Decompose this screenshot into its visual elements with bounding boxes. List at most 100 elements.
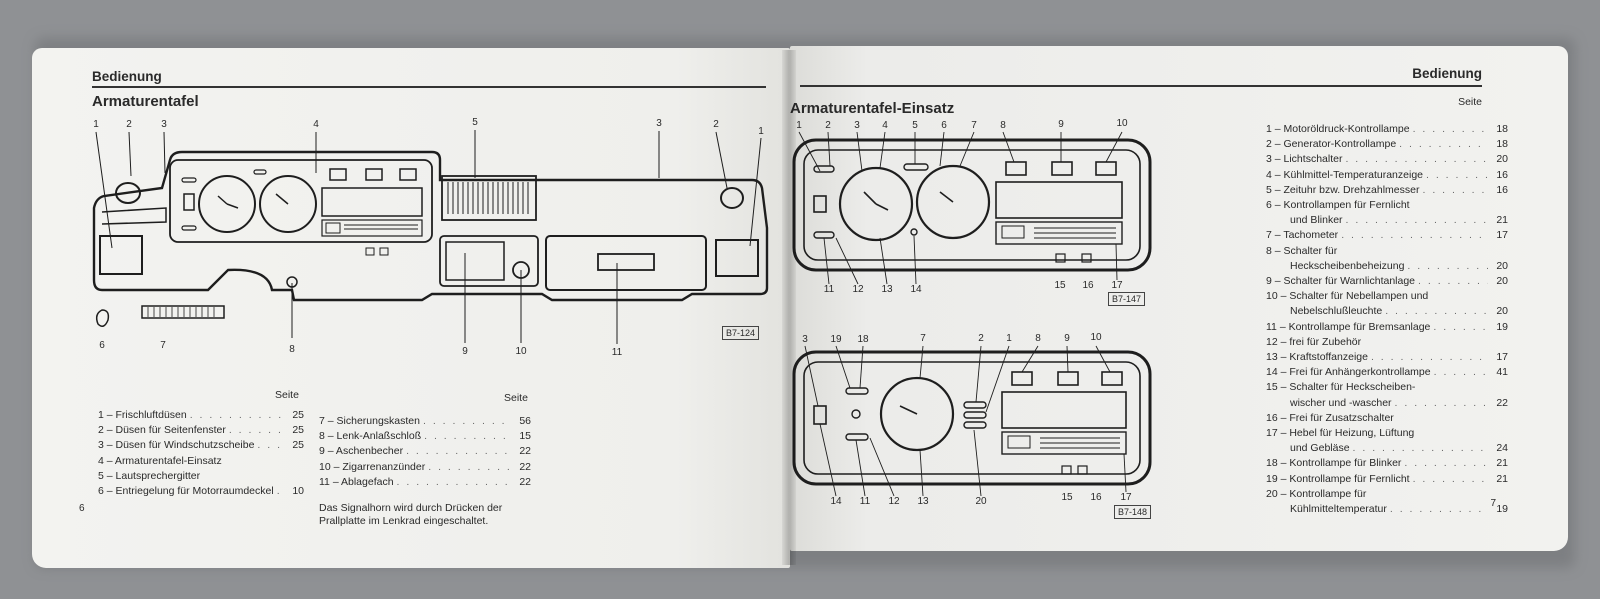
- book-gutter: [782, 50, 796, 565]
- legend-item-text: 8 – Schalter für: [1266, 244, 1338, 257]
- fig1-callout-1: 1: [796, 120, 802, 131]
- dot-leader: [1410, 122, 1488, 137]
- legend-row: 18 – Kontrollampe für Blinker21: [1266, 456, 1508, 471]
- legend-item-page: 17: [1496, 229, 1508, 242]
- fig1-callout-11: 11: [823, 284, 835, 295]
- legend-row: und Gebläse24: [1266, 441, 1508, 456]
- legend-item-page: 18: [1496, 138, 1508, 151]
- legend-row: 3 – Lichtschalter20: [1266, 152, 1508, 167]
- legend-item-page: 20: [1496, 275, 1508, 288]
- legend-item-text: 6 – Entriegelung für Motorraumdeckel: [98, 485, 274, 498]
- legend-row: 2 – Düsen für Seitenfenster25: [98, 423, 304, 438]
- dot-leader: [1396, 137, 1488, 152]
- legend-item-text: 5 – Lautsprechergitter: [98, 469, 201, 482]
- legend-row: 19 – Kontrollampe für Fernlicht21: [1266, 472, 1508, 487]
- fig1-code: B7-147: [1108, 292, 1146, 306]
- right-page-header: Bedienung: [1412, 66, 1482, 81]
- legend-row: 15 – Schalter für Heckscheiben-: [1266, 380, 1508, 395]
- legend-row: 20 – Kontrollampe für: [1266, 487, 1508, 502]
- fig1-callout-7: 7: [971, 120, 977, 131]
- dot-leader: [187, 408, 284, 423]
- legend-row: Heckscheibenbeheizung20: [1266, 259, 1508, 274]
- legend-item-text: Kühlmitteltemperatur: [1290, 503, 1387, 516]
- legend-item-text: 6 – Kontrollampen für Fernlicht: [1266, 199, 1410, 212]
- legend-item-text: und Gebläse: [1290, 442, 1350, 455]
- fig1-callout-12: 12: [852, 284, 864, 295]
- dot-leader: [1401, 456, 1488, 471]
- fig1-callout-15: 15: [1054, 280, 1066, 291]
- dot-leader: [421, 429, 511, 444]
- legend-item-page: 19: [1496, 503, 1508, 516]
- fig2-callout-19: 19: [830, 334, 842, 345]
- legend-item-text: 17 – Hebel für Heizung, Lüftung: [1266, 427, 1415, 440]
- fig2-callout-3: 3: [802, 334, 808, 345]
- dot-leader: [1342, 152, 1488, 167]
- legend-row: 5 – Lautsprechergitter: [98, 469, 304, 484]
- dot-leader: [1343, 213, 1488, 228]
- legend-item-text: 7 – Tachometer: [1266, 229, 1339, 242]
- legend-row: 17 – Hebel für Heizung, Lüftung: [1266, 426, 1508, 441]
- left-page-subtitle: Armaturentafel: [92, 93, 199, 110]
- callout-5: 5: [472, 117, 478, 128]
- fig1-callout-2: 2: [825, 120, 831, 131]
- legend-row: 4 – Kühlmittel-Temperaturanzeige16: [1266, 168, 1508, 183]
- fig1-callout-4: 4: [882, 120, 888, 131]
- legend-row: 1 – Motoröldruck-Kontrollampe18: [1266, 122, 1508, 137]
- fig1-callout-10: 10: [1116, 118, 1128, 129]
- fig1-callout-5: 5: [912, 120, 918, 131]
- fig1-callout-3: 3: [854, 120, 860, 131]
- dot-leader: [1382, 304, 1488, 319]
- legend-item-page: 15: [519, 430, 531, 443]
- legend-item-page: 21: [1496, 457, 1508, 470]
- legend-row: und Blinker21: [1266, 213, 1508, 228]
- legend-row: 11 – Kontrollampe für Bremsanlage19: [1266, 320, 1508, 335]
- legend-item-text: 3 – Düsen für Windschutzscheibe: [98, 439, 255, 452]
- dot-leader: [420, 414, 511, 429]
- legend-item-text: 2 – Generator-Kontrollampe: [1266, 138, 1397, 151]
- seite-label-left-1: Seite: [275, 389, 299, 401]
- legend-item-page: 21: [1496, 472, 1508, 485]
- fig1-callout-16: 16: [1082, 280, 1094, 291]
- right-page-number: 7: [1490, 498, 1496, 509]
- legend-row: 16 – Frei für Zusatzschalter: [1266, 411, 1508, 426]
- callout-2: 2: [126, 119, 132, 130]
- dot-leader: [1431, 365, 1488, 380]
- legend-row: 10 – Zigarrenanzünder22: [319, 460, 531, 475]
- dot-leader: [1415, 274, 1488, 289]
- legend-item-text: 3 – Lichtschalter: [1266, 153, 1343, 166]
- callout-7: 7: [160, 340, 166, 351]
- legend-item-text: 20 – Kontrollampe für: [1266, 487, 1367, 500]
- legend-item-page: 56: [519, 415, 531, 427]
- legend-item-page: 22: [519, 445, 531, 458]
- legend-item-page: 16: [1496, 168, 1508, 181]
- legend-list-right: 1 – Motoröldruck-Kontrollampe182 – Gener…: [1266, 122, 1508, 517]
- left-header-rule: [92, 86, 766, 88]
- legend-item-page: 25: [292, 409, 304, 421]
- fig2-callout-17: 17: [1120, 492, 1132, 503]
- legend-item-text: 5 – Zeituhr bzw. Drehzahlmesser: [1266, 183, 1420, 196]
- legend-row: 9 – Schalter für Warnlichtanlage20: [1266, 274, 1508, 289]
- seite-label-right: Seite: [1458, 96, 1482, 108]
- left-page: Bedienung Armaturentafel 1 2 3 4 5 3 2 1…: [32, 48, 790, 568]
- legend-item-page: 10: [292, 485, 304, 498]
- legend-item-page: 19: [1496, 320, 1508, 333]
- fig1-callout-6: 6: [941, 120, 947, 131]
- legend-item-page: 16: [1496, 183, 1508, 196]
- legend-item-text: 11 – Ablagefach: [319, 475, 394, 488]
- legend-item-page: 22: [519, 475, 531, 488]
- legend-item-text: 4 – Armaturentafel-Einsatz: [98, 454, 222, 467]
- legend-row: 5 – Zeituhr bzw. Drehzahlmesser 16: [1266, 183, 1508, 198]
- legend-item-page: 17: [1496, 351, 1508, 364]
- legend-row: 2 – Generator-Kontrollampe 18: [1266, 137, 1508, 152]
- right-page: Bedienung Armaturentafel-Einsatz Seite 1…: [790, 46, 1568, 551]
- horn-note-line2: Prallplatte im Lenkrad eingeschaltet.: [319, 515, 489, 527]
- callout-1: 1: [93, 119, 99, 130]
- callout-2b: 2: [713, 119, 719, 130]
- dot-leader: [425, 460, 511, 475]
- left-page-header: Bedienung: [92, 69, 162, 84]
- left-page-number: 6: [79, 503, 85, 514]
- legend-item-page: 22: [1496, 396, 1508, 409]
- fig1-callout-9: 9: [1058, 119, 1064, 130]
- legend-row: 6 – Kontrollampen für Fernlicht: [1266, 198, 1508, 213]
- legend-list-col2: 7 – Sicherungskasten568 – Lenk-Anlaßschl…: [319, 414, 531, 490]
